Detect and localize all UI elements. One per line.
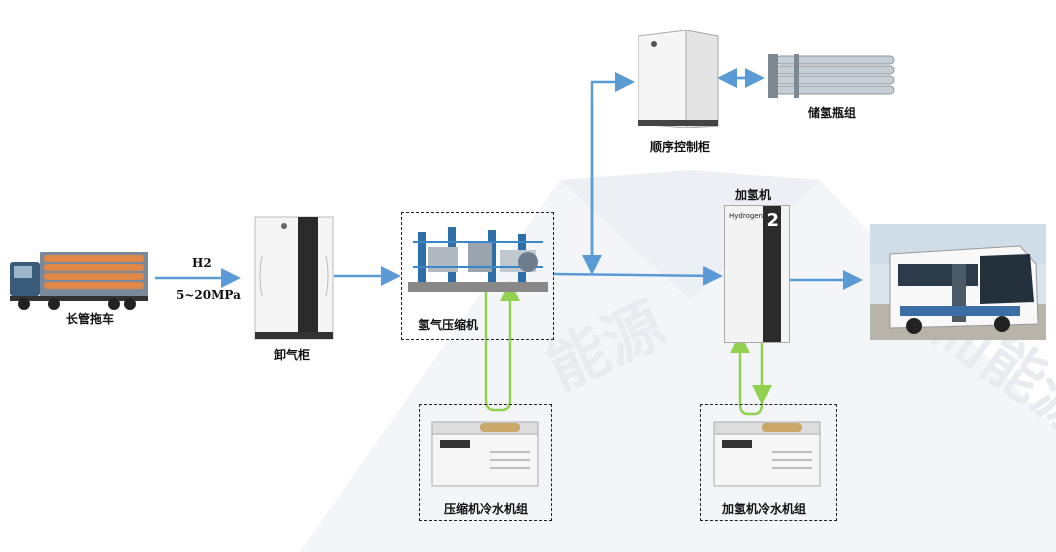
dispenser-brand-text: Hydrogen [729, 212, 764, 220]
label-storage-bank: 储氢瓶组 [808, 106, 857, 120]
bus-image [870, 224, 1046, 340]
label-pressure: 5~20MPa [176, 288, 241, 302]
label-dispenser-chiller: 加氢机冷水机组 [722, 502, 807, 516]
label-compressor: 氢气压缩机 [418, 318, 479, 332]
tube-trailer-image [10, 252, 148, 310]
compressor-image [408, 227, 548, 292]
label-dispenser: 加氢机 [735, 188, 772, 202]
dispenser-chiller-image [713, 421, 821, 487]
dispenser-chiller-frame [700, 404, 837, 521]
compressor-chiller-frame [419, 404, 552, 521]
label-compressor-chiller: 压缩机冷水机组 [444, 502, 529, 516]
pipe-compressor-to-dispenser [552, 265, 723, 286]
unloading-cabinet-image [254, 216, 334, 340]
dispenser-number: 2 [766, 210, 779, 231]
label-tube-trailer: 长管拖车 [66, 312, 115, 326]
label-h2: H2 [192, 256, 212, 270]
sequence-cabinet-image [638, 30, 719, 128]
label-sequence-cabinet: 顺序控制柜 [650, 140, 711, 154]
compressor-chiller-image [431, 421, 539, 487]
dispenser-stripe [763, 206, 781, 342]
storage-bank-image [768, 54, 895, 98]
compressor-frame [401, 212, 554, 340]
coolant-loop-dispenser [738, 342, 764, 416]
dispenser-unit: Hydrogen 2 [724, 205, 790, 343]
label-unloading-cabinet: 卸气柜 [274, 348, 311, 362]
pipe-sequence-vertical [590, 72, 635, 268]
